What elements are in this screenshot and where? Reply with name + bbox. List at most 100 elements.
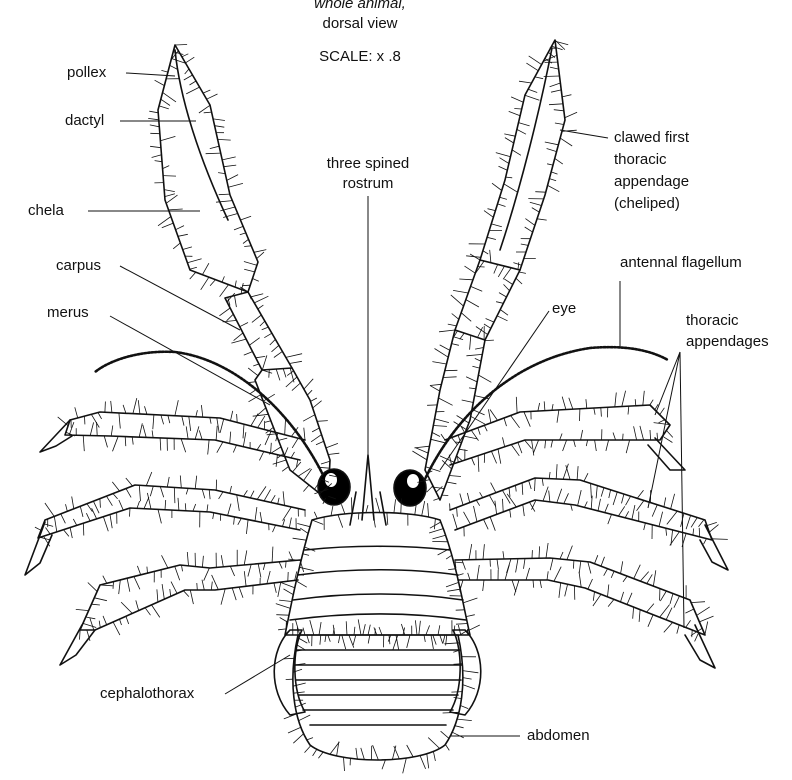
cheliped-label-line4: (cheliped)	[614, 194, 680, 214]
seta-hair	[622, 391, 626, 407]
seta-hair	[110, 515, 112, 529]
seta-hair	[202, 489, 205, 498]
seta-hair	[160, 136, 175, 140]
seta-hair	[466, 300, 479, 307]
seta-hair	[162, 223, 174, 228]
seta-hair	[505, 565, 509, 580]
thoracic-label-line1: thoracic	[686, 311, 739, 331]
seta-hair	[175, 45, 187, 46]
seta-hair	[513, 263, 521, 266]
seta-hair	[488, 409, 491, 423]
seta-hair	[283, 369, 286, 378]
seta-hair	[136, 600, 139, 610]
abdomen-outline	[293, 635, 463, 760]
seta-hair	[524, 559, 526, 569]
seta-hair	[165, 500, 166, 510]
seta-hair	[532, 208, 540, 213]
seta-hair	[525, 219, 535, 226]
seta-hair	[228, 183, 243, 187]
seta-hair	[555, 41, 568, 44]
seta-hair	[307, 635, 310, 643]
seta-hair	[466, 354, 482, 355]
seta-hair	[537, 219, 547, 220]
seta-hair	[260, 321, 265, 326]
seta-hair	[230, 566, 234, 576]
merus-leader	[110, 316, 270, 405]
seta-hair	[366, 505, 368, 513]
seta-hair	[210, 418, 211, 424]
seta-hair	[470, 335, 471, 349]
seta-hair	[178, 234, 188, 236]
seta-hair	[557, 410, 559, 423]
seta-hair	[439, 330, 455, 332]
seta-hair	[433, 498, 439, 500]
seta-hair	[484, 211, 493, 218]
seta-hair	[533, 580, 534, 588]
seta-hair	[163, 92, 176, 102]
seta-hair	[230, 432, 231, 444]
seta-hair	[197, 583, 198, 590]
seta-hair	[535, 478, 536, 491]
seta-hair	[216, 426, 217, 441]
seta-hair	[119, 413, 120, 429]
seta-hair	[253, 279, 259, 282]
seta-hair	[469, 544, 472, 560]
seta-hair	[407, 635, 410, 648]
seta-hair	[90, 422, 93, 435]
seta-hair	[637, 490, 643, 498]
seta-hair	[460, 333, 465, 339]
seta-hair	[358, 513, 359, 520]
seta-hair	[267, 571, 270, 584]
seta-hair	[158, 509, 161, 523]
seta-hair	[705, 622, 708, 635]
seta-hair	[483, 251, 488, 254]
seta-hair	[551, 172, 557, 174]
seta-hair	[311, 435, 321, 442]
seta-hair	[500, 310, 508, 316]
seta-hair	[640, 572, 648, 582]
seta-hair	[484, 425, 487, 431]
seta-hair	[46, 528, 51, 535]
seta-hair	[446, 582, 459, 587]
seta-hair	[299, 567, 313, 570]
seta-hair	[222, 157, 236, 160]
seta-hair	[478, 327, 483, 337]
seta-hair	[255, 507, 257, 521]
seta-hair	[565, 584, 568, 596]
seta-hair	[64, 530, 69, 537]
seta-hair	[424, 635, 425, 642]
seta-hair	[546, 543, 548, 558]
seta-hair	[217, 442, 223, 453]
seta-hair	[465, 266, 476, 273]
cheliped-label-line2: thoracic	[614, 150, 667, 170]
seta-hair	[622, 494, 624, 503]
seta-hair	[469, 388, 476, 389]
seta-hair	[648, 615, 653, 627]
seta-hair	[712, 539, 728, 540]
seta-hair	[338, 635, 340, 643]
seta-hair	[137, 501, 140, 508]
left-leg-3-dactyl	[60, 625, 95, 665]
seta-hair	[469, 625, 480, 630]
thoracic-leader-3	[680, 352, 684, 628]
seta-hair	[486, 319, 494, 323]
seta-hair	[283, 507, 292, 521]
seta-hair	[443, 377, 457, 378]
seta-hair	[394, 499, 396, 513]
seta-hair	[432, 432, 440, 436]
seta-hair	[298, 468, 310, 476]
seta-hair	[239, 587, 243, 598]
seta-hair	[637, 501, 644, 511]
seta-hair	[69, 422, 74, 435]
seta-hair	[162, 555, 168, 568]
seta-hair	[627, 593, 632, 605]
seta-hair	[650, 400, 653, 405]
seta-hair	[604, 569, 608, 576]
seta-hair	[286, 561, 287, 567]
seta-hair	[659, 512, 663, 527]
seta-hair	[485, 340, 494, 341]
seta-hair	[35, 527, 41, 530]
seta-hair	[259, 452, 263, 461]
seta-hair	[560, 434, 563, 441]
seta-hair	[307, 390, 312, 395]
